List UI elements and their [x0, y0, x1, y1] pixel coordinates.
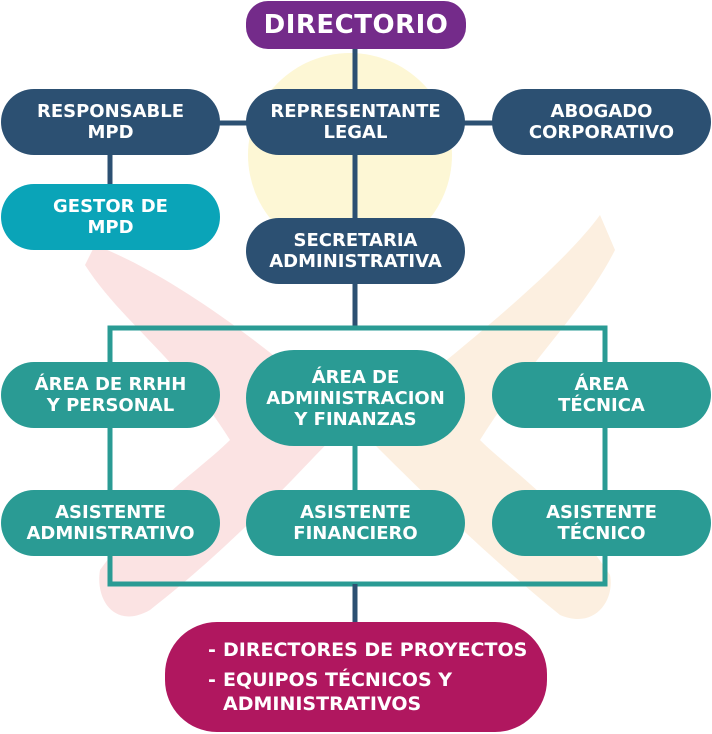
node-secretaria-line1: SECRETARIA — [293, 230, 418, 251]
node-area-tecnica-line1: ÁREA — [574, 374, 629, 395]
node-directorio-label: DIRECTORIO — [263, 9, 449, 40]
node-asistente-tecnico-line1: ASISTENTE — [546, 502, 657, 523]
node-responsable-mpd: RESPONSABLE MPD — [1, 89, 220, 155]
node-area-tecnica-line2: TÉCNICA — [558, 395, 645, 416]
node-proyectos: - DIRECTORES DE PROYECTOS - EQUIPOS TÉCN… — [165, 622, 547, 732]
node-area-rrhh-line2: Y PERSONAL — [46, 395, 175, 416]
proyectos-item-directores: - DIRECTORES DE PROYECTOS — [201, 638, 527, 662]
node-asistente-admin-line2: ADMNISTRATIVO — [26, 523, 195, 544]
node-representante-legal: REPRESENTANTE LEGAL — [246, 89, 465, 155]
node-gestor-mpd: GESTOR DE MPD — [1, 184, 220, 250]
node-responsable-mpd-line1: RESPONSABLE — [36, 101, 185, 122]
node-asistente-tecnico-line2: TÉCNICO — [557, 523, 646, 544]
node-area-admin-line3: Y FINANZAS — [294, 408, 417, 430]
proyectos-item2-line1: EQUIPOS TÉCNICOS Y — [223, 669, 453, 691]
node-gestor-mpd-line2: MPD — [87, 217, 134, 238]
node-area-admin-line2: ADMINISTRACION — [266, 387, 445, 409]
node-directorio: DIRECTORIO — [246, 1, 466, 49]
node-asistente-administrativo: ASISTENTE ADMNISTRATIVO — [1, 490, 220, 556]
node-representante-legal-line1: REPRESENTANTE — [270, 101, 441, 122]
bullet-dash: - — [208, 639, 216, 661]
node-responsable-mpd-line2: MPD — [87, 122, 134, 143]
node-asistente-financiero: ASISTENTE FINANCIERO — [246, 490, 465, 556]
node-area-tecnica: ÁREA TÉCNICA — [492, 362, 711, 428]
node-abogado-corporativo-line2: CORPORATIVO — [528, 122, 675, 143]
proyectos-item-equipos: - EQUIPOS TÉCNICOS Y ADMINISTRATIVOS — [201, 668, 452, 716]
node-asistente-tecnico: ASISTENTE TÉCNICO — [492, 490, 711, 556]
node-abogado-corporativo-line1: ABOGADO — [550, 101, 653, 122]
node-asistente-financiero-line2: FINANCIERO — [293, 523, 418, 544]
node-representante-legal-line2: LEGAL — [323, 122, 388, 143]
node-area-rrhh: ÁREA DE RRHH Y PERSONAL — [1, 362, 220, 428]
proyectos-item1-line1: DIRECTORES DE PROYECTOS — [223, 639, 528, 661]
node-secretaria-administrativa: SECRETARIA ADMINISTRATIVA — [246, 218, 465, 284]
node-secretaria-line2: ADMINISTRATIVA — [269, 251, 442, 272]
proyectos-item2-line2: ADMINISTRATIVOS — [223, 693, 422, 715]
node-area-rrhh-line1: ÁREA DE RRHH — [34, 374, 187, 395]
node-asistente-admin-line1: ASISTENTE — [55, 502, 166, 523]
node-area-administracion: ÁREA DE ADMINISTRACION Y FINANZAS — [246, 350, 465, 446]
node-area-admin-line1: ÁREA DE — [311, 366, 400, 388]
node-asistente-financiero-line1: ASISTENTE — [300, 502, 411, 523]
node-gestor-mpd-line1: GESTOR DE — [53, 196, 168, 217]
bullet-dash: - — [208, 669, 216, 691]
node-abogado-corporativo: ABOGADO CORPORATIVO — [492, 89, 711, 155]
